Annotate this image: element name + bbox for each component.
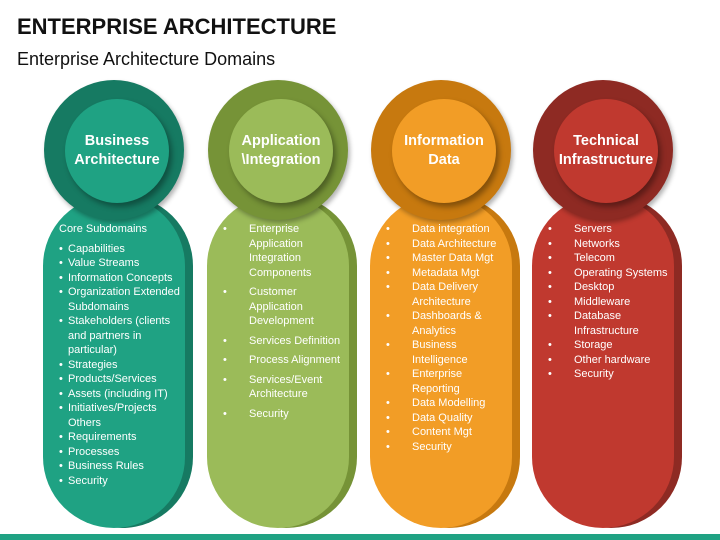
page-subtitle: Enterprise Architecture Domains	[17, 49, 276, 69]
list-item: Enterprise Reporting	[384, 367, 512, 396]
list-item: Metadata Mgt	[384, 266, 512, 281]
list-item: Enterprise Application Integration Compo…	[221, 222, 349, 280]
list-item: Organization Extended Subdomains	[59, 285, 187, 314]
list-item: Information Concepts	[59, 271, 187, 286]
list-item: Value Streams	[59, 256, 187, 271]
domain-heading: Core Subdomains	[59, 223, 148, 235]
domain-title: Information Data	[392, 99, 496, 203]
domain-column: Technical Infrastructure Servers Network…	[532, 80, 692, 530]
domain-title: Business Architecture	[65, 99, 169, 203]
list-item: Processes	[59, 445, 187, 460]
domain-title: Application \Integration	[229, 99, 333, 203]
domain-title: Technical Infrastructure	[554, 99, 658, 203]
domain-content: Enterprise Application Integration Compo…	[221, 222, 349, 426]
domain-column: Application \Integration Enterprise Appl…	[207, 80, 367, 530]
list-item: Assets (including IT)	[59, 387, 187, 402]
domain-column: Business Architecture Core SubdomainsCap…	[43, 80, 203, 530]
list-item: Data Architecture	[384, 237, 512, 252]
bottom-bar	[0, 534, 720, 540]
list-item: Requirements	[59, 430, 187, 445]
list-item: Business Rules	[59, 459, 187, 474]
list-item: Customer Application Development	[221, 285, 349, 329]
list-item: Services Definition	[221, 334, 349, 349]
domain-list: CapabilitiesValue StreamsInformation Con…	[59, 242, 187, 489]
list-item: Security	[59, 474, 187, 489]
list-item: Business Intelligence	[384, 338, 512, 367]
list-item: Capabilities	[59, 242, 187, 257]
list-item: Operating Systems	[546, 266, 674, 281]
list-item: Process Alignment	[221, 353, 349, 368]
list-item: Security	[221, 407, 349, 422]
list-item: Middleware	[546, 295, 674, 310]
list-item: Servers	[546, 222, 674, 237]
list-item: Telecom	[546, 251, 674, 266]
list-item: Storage	[546, 338, 674, 353]
list-item: Strategies	[59, 358, 187, 373]
list-item: Other hardware	[546, 353, 674, 368]
list-item: Products/Services	[59, 372, 187, 387]
domain-content: Servers Networks TelecomOperating System…	[546, 222, 674, 382]
domain-list: Servers Networks TelecomOperating System…	[546, 222, 674, 382]
domain-column: Information Data Data integrationData Ar…	[370, 80, 530, 530]
list-item: Data integration	[384, 222, 512, 237]
list-item: Security	[546, 367, 674, 382]
list-item: Desktop	[546, 280, 674, 295]
list-item: Data Quality	[384, 411, 512, 426]
list-item: Services/Event Architecture	[221, 373, 349, 402]
list-item: Networks	[546, 237, 674, 252]
list-item: Content Mgt	[384, 425, 512, 440]
list-item: Data Modelling	[384, 396, 512, 411]
list-item: Database Infrastructure	[546, 309, 674, 338]
list-item: Data Delivery Architecture	[384, 280, 512, 309]
domain-content: Core SubdomainsCapabilitiesValue Streams…	[59, 222, 187, 488]
list-item: Stakeholders (clients and partners in pa…	[59, 314, 187, 358]
domain-content: Data integrationData ArchitectureMaster …	[384, 222, 512, 454]
page-title: ENTERPRISE ARCHITECTURE	[17, 14, 337, 39]
list-item: Initiatives/Projects Others	[59, 401, 187, 430]
list-item: Master Data Mgt	[384, 251, 512, 266]
domain-list: Data integrationData ArchitectureMaster …	[384, 222, 512, 454]
list-item: Security	[384, 440, 512, 455]
list-item: Dashboards & Analytics	[384, 309, 512, 338]
domain-list: Enterprise Application Integration Compo…	[221, 222, 349, 421]
